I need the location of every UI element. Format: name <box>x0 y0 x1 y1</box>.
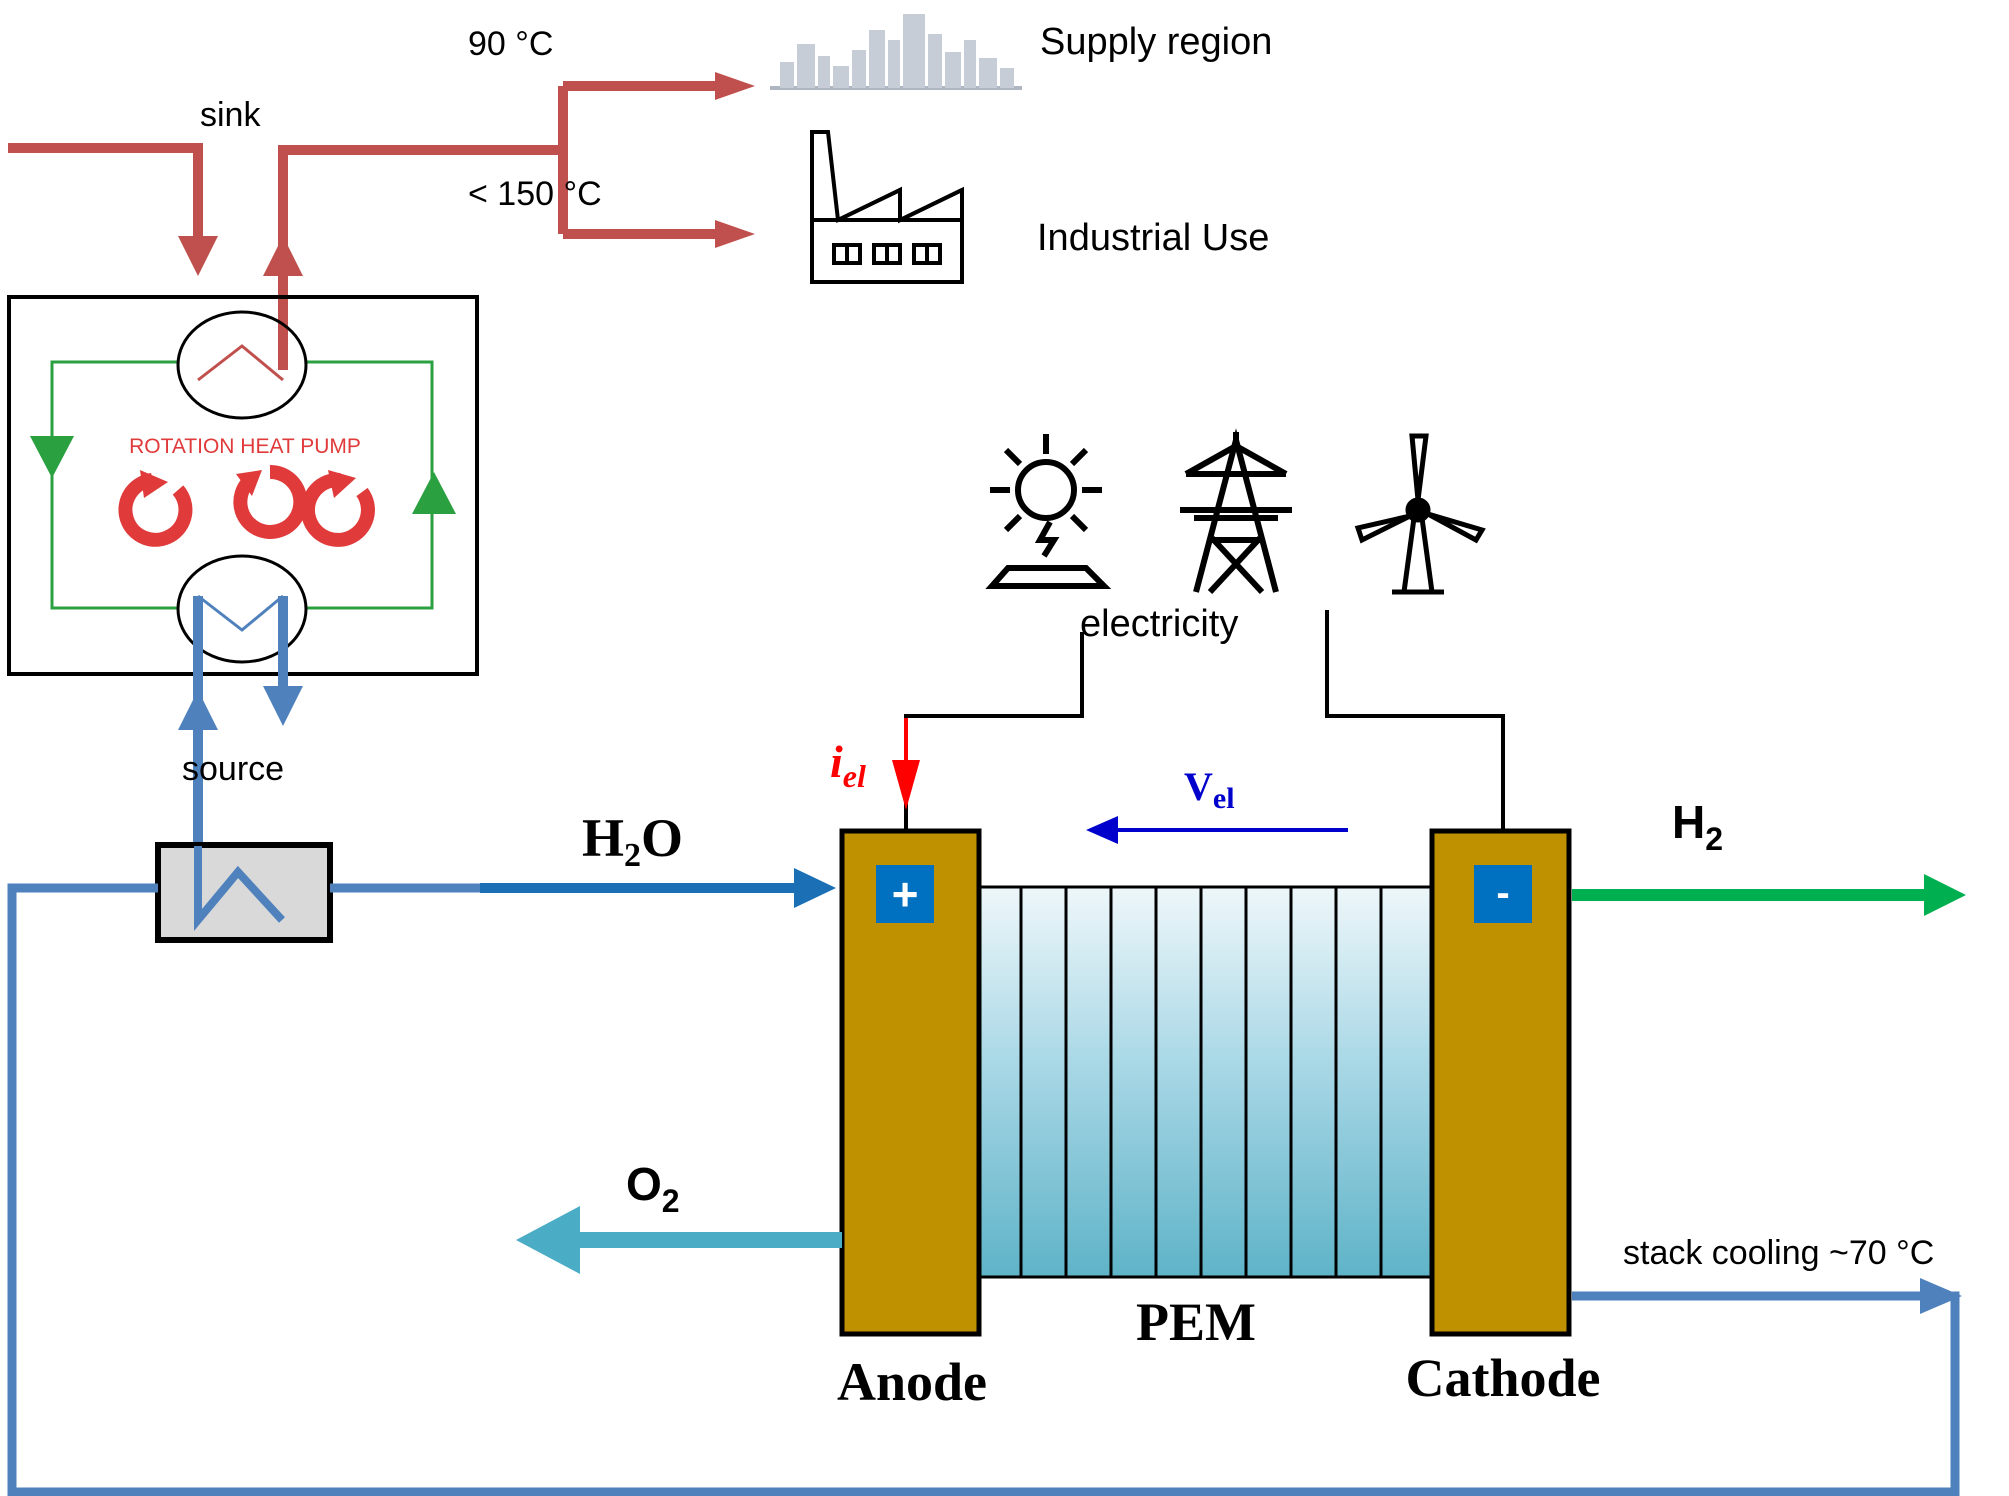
heat-sink-pipes <box>8 81 720 370</box>
industrial-use-label: Industrial Use <box>1037 217 1269 259</box>
source-label: source <box>182 750 284 788</box>
temp-industrial-label: < 150 °C <box>468 175 602 213</box>
pem-label: PEM <box>1136 1292 1256 1352</box>
water-arrowhead <box>794 868 836 908</box>
rotation-arrowheads <box>140 470 356 498</box>
oxygen-arrowhead <box>516 1206 580 1274</box>
evaporator-coil <box>197 594 284 632</box>
anode-terminal <box>876 865 934 923</box>
rotation-icon <box>118 464 375 547</box>
heat-pump-box <box>7 295 479 676</box>
anode-plus-sign: + <box>892 868 919 920</box>
heat-pump-title: ROTATION HEAT PUMP <box>129 435 361 458</box>
sink-label: sink <box>200 96 261 134</box>
solar-panel-icon <box>985 434 1112 589</box>
heat-sink-arrowheads <box>178 72 755 276</box>
cathode-minus-sign: - <box>1496 871 1509 915</box>
transmission-tower-icon <box>1180 428 1292 595</box>
evaporator <box>176 554 308 664</box>
cooling-loop <box>7 883 1960 1496</box>
cathode-label: Cathode <box>1405 1348 1600 1408</box>
pem-membrane <box>974 885 1437 1279</box>
supply-region-label: Supply region <box>1040 21 1272 63</box>
current-arrowhead <box>892 760 920 810</box>
pem-cell-dividers <box>1019 887 1383 1277</box>
oxygen-label: O2 <box>626 1158 680 1219</box>
water-label: H2O <box>582 808 683 874</box>
stack-cooling-label: stack cooling ~70 °C <box>1623 1234 1934 1272</box>
hydrogen-label: H2 <box>1672 796 1723 857</box>
voltage-label: Vel <box>1184 764 1235 815</box>
current-label: iel <box>830 736 866 794</box>
city-skyline-icon <box>770 14 1022 90</box>
temp-supply-label: 90 °C <box>468 25 553 63</box>
condenser <box>176 310 308 420</box>
wind-turbine-icon <box>1354 433 1486 595</box>
electricity-label: electricity <box>1080 603 1238 645</box>
voltage-arrowhead <box>1086 816 1118 844</box>
hydrogen-arrowhead <box>1924 874 1966 916</box>
refrigerant-arrowheads <box>30 436 456 514</box>
cooling-arrowhead <box>1920 1278 1962 1314</box>
cathode-terminal <box>1474 865 1532 923</box>
factory-icon <box>810 130 964 284</box>
condenser-coil <box>197 344 284 382</box>
anode-label: Anode <box>837 1352 987 1412</box>
heat-exchanger <box>155 842 333 943</box>
heat-exchanger-coil <box>194 846 285 932</box>
source-arrowheads <box>178 686 303 730</box>
